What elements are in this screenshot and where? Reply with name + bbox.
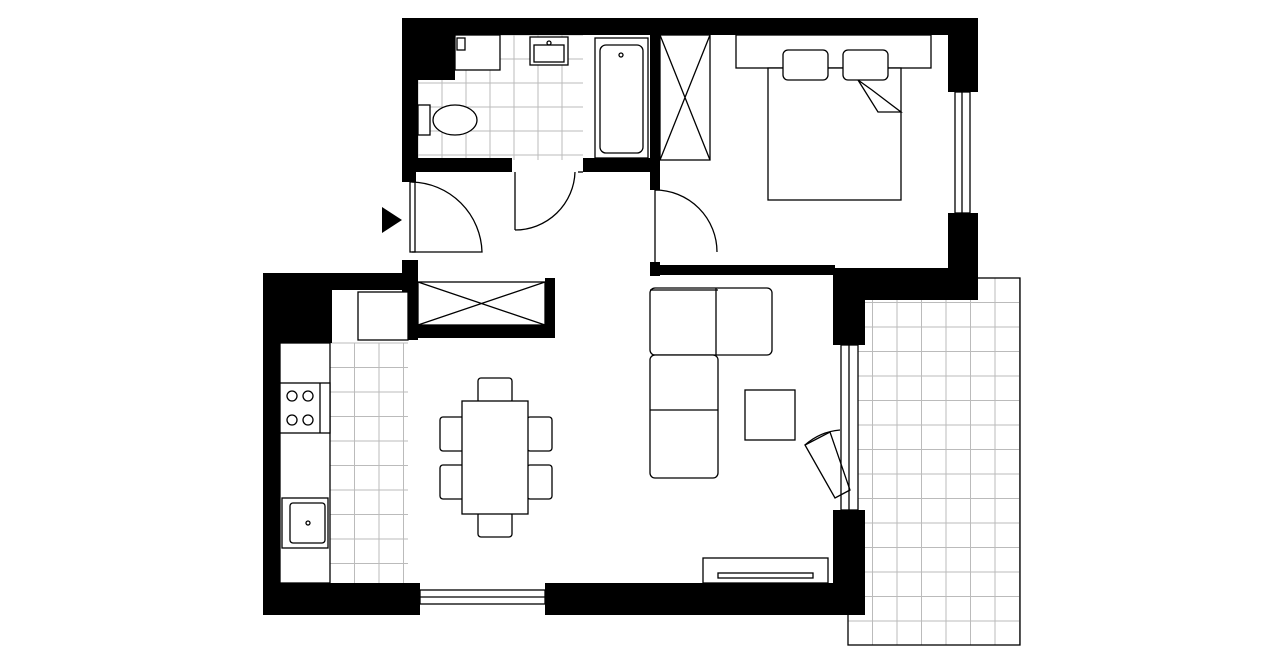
walls <box>263 18 978 615</box>
balcony-tiles <box>847 277 1020 645</box>
kitchen-sink-icon <box>281 497 329 549</box>
bathtub-icon <box>594 37 649 159</box>
dining-table-icon <box>439 377 553 538</box>
tv-unit-icon <box>702 557 829 584</box>
counter <box>279 342 331 584</box>
windows <box>419 91 971 605</box>
bed-icon <box>735 34 932 201</box>
sofa-icon <box>649 287 773 479</box>
coffee-table-icon <box>744 389 796 441</box>
entrance-arrow-icon <box>382 207 402 233</box>
fridge-icon <box>357 291 409 341</box>
closet-icon <box>417 281 546 326</box>
kitchen-tiles <box>329 342 408 583</box>
washing-machine-icon <box>454 34 501 71</box>
wardrobe-icon <box>659 34 711 161</box>
doors <box>409 171 851 499</box>
toilet-icon <box>417 104 478 136</box>
balcony <box>847 277 1021 646</box>
stove-icon <box>279 382 331 434</box>
sink-icon <box>529 36 569 66</box>
